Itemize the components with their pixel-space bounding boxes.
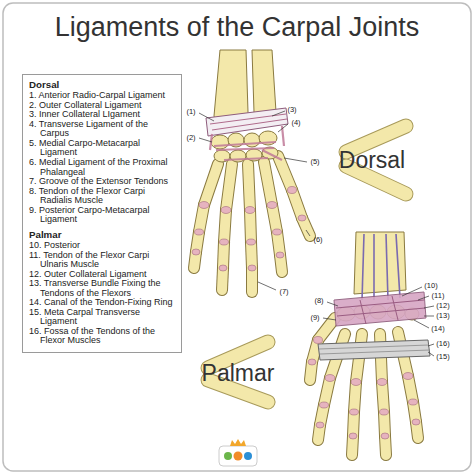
legend-item: 7. Groove of the Extensor Tendons bbox=[29, 177, 176, 187]
callout-number: (12) bbox=[436, 302, 449, 310]
legend-item: 4. Transverse Ligament of the Carpus bbox=[29, 120, 176, 139]
callout-number: (16) bbox=[436, 340, 449, 348]
callout-number: (2) bbox=[186, 134, 195, 142]
callout-number: (6) bbox=[313, 236, 322, 244]
callout-number: (4) bbox=[291, 119, 300, 127]
logo bbox=[219, 439, 257, 466]
callout-number: (11) bbox=[432, 292, 445, 300]
legend-item: 1. Anterior Radio-Carpal Ligament bbox=[29, 91, 176, 101]
callout-number: (8) bbox=[314, 297, 323, 305]
legend-item: 5. Medial Carpo-Metacarpal Ligament bbox=[29, 139, 176, 158]
frame bbox=[3, 3, 471, 471]
legend-item: 15. Meta Carpal Transverse Ligament bbox=[29, 308, 176, 327]
legend-item: 16. Fossa of the Tendons of the Flexor M… bbox=[29, 327, 176, 346]
legend-item: 11. Tendon of the Flexor Carpi Ulnaris M… bbox=[29, 251, 176, 270]
callout-number: (3) bbox=[287, 106, 296, 114]
legend-item: 13. Transverse Bundle Fixing the Tendons… bbox=[29, 279, 176, 298]
callout-number: (15) bbox=[436, 353, 449, 361]
leader-lines bbox=[199, 111, 434, 356]
legend-item: 14. Canal of the Tendon-Fixing Ring bbox=[29, 298, 176, 308]
callout-number: (1) bbox=[186, 108, 195, 116]
callout-number: (7) bbox=[279, 288, 288, 296]
callout-number: (13) bbox=[436, 312, 449, 320]
title: Ligaments of the Carpal Joints bbox=[55, 12, 420, 43]
callout-number: (10) bbox=[424, 282, 437, 290]
legend-item: 8. Tendon of the Flexor Carpi Radialis M… bbox=[29, 187, 176, 206]
legend-item: 6. Medial Ligament of the Proximal Phala… bbox=[29, 158, 176, 177]
legend-item: 3. Inner Collateral LIgament bbox=[29, 110, 176, 120]
callout-number: (5) bbox=[310, 158, 319, 166]
view-label: Palmar bbox=[202, 362, 275, 385]
callout-number: (9) bbox=[310, 314, 319, 322]
legend-item: 9. Posterior Carpo-Metacarpal Ligament bbox=[29, 206, 176, 225]
callout-number: (14) bbox=[431, 325, 444, 333]
legend-item: 2. Outer Collateral Ligament bbox=[29, 101, 176, 111]
view-label: Dorsal bbox=[339, 149, 405, 172]
legend-item: 12. Outer Collateral Ligament bbox=[29, 270, 176, 280]
legend-panel: Dorsal1. Anterior Radio-Carpal Ligament2… bbox=[22, 74, 182, 353]
legend-item: 10. Posterior bbox=[29, 241, 176, 251]
dorsal-hand bbox=[192, 50, 310, 292]
section-heading: Dorsal bbox=[29, 80, 176, 90]
palmar-hand bbox=[308, 232, 430, 455]
section-heading: Palmar bbox=[29, 230, 176, 240]
